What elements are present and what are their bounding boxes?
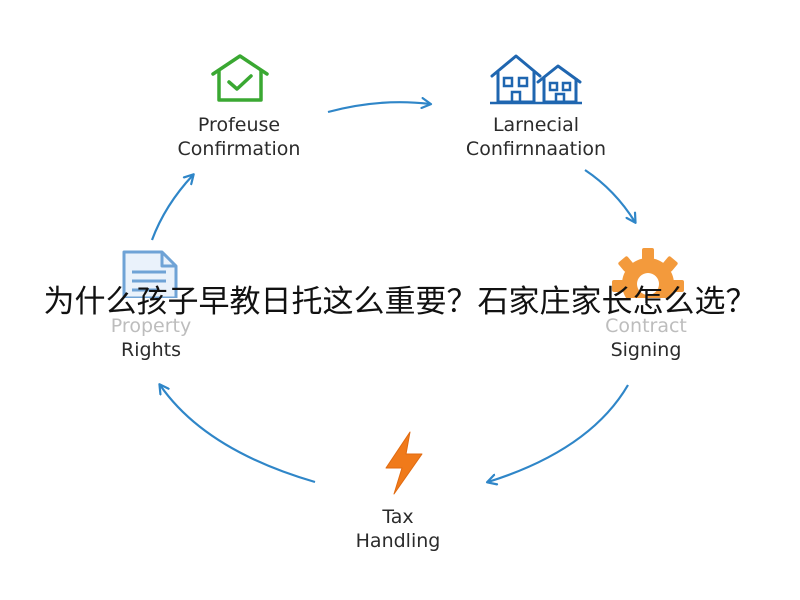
- node-label-line1: Tax: [382, 506, 414, 528]
- gear-icon: [612, 248, 684, 298]
- node-label-line2: Confirmation: [177, 138, 301, 160]
- node-label-line1: Property: [110, 315, 192, 337]
- node-label-line1: Profeuse: [197, 114, 281, 136]
- node-property-rights: Property Rights: [111, 314, 191, 362]
- node-tax-handling: Tax Handling: [356, 505, 441, 553]
- node-label-line2: Confirnnaation: [465, 138, 607, 160]
- arrow-1-to-2: [327, 102, 430, 114]
- houses-icon: [490, 54, 582, 105]
- node-larnecial-confirnnaation: Larnecial Confirnnaation: [466, 113, 606, 161]
- lightning-icon: [385, 431, 423, 495]
- node-label-line2: Signing: [610, 339, 682, 361]
- node-label-line2: Handling: [355, 530, 441, 552]
- node-contract-signing: Contract Signing: [605, 314, 687, 362]
- arrow-3-to-4: [488, 384, 629, 482]
- house-check-icon: [211, 54, 269, 102]
- document-icon: [122, 250, 178, 298]
- arrow-4-to-5: [160, 385, 316, 484]
- node-label-line2: Rights: [121, 339, 181, 361]
- node-label-line1: Contract: [605, 315, 687, 337]
- arrow-5-to-1: [150, 175, 193, 241]
- overlay-title: 为什么孩子早教日托这么重要？石家庄家长怎么选？: [43, 284, 757, 320]
- arrow-2-to-3: [584, 169, 635, 222]
- node-profeuse-confirmation: Profeuse Confirmation: [178, 113, 301, 161]
- node-label-line1: Larnecial: [492, 114, 580, 136]
